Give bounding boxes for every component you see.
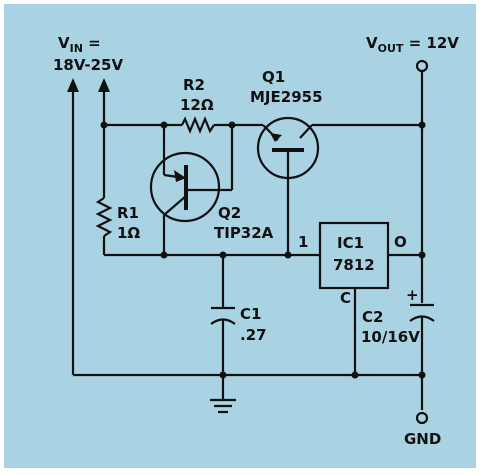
junction-dots [100, 121, 426, 379]
ic1-pin-com-label: C [340, 289, 351, 307]
r2-resistor [181, 116, 215, 134]
ic1-part-label: 7812 [333, 256, 375, 274]
q2-name-label: Q2 [218, 204, 241, 222]
vout-rail-wire [415, 59, 429, 303]
ic1-regulator [318, 221, 422, 375]
q2-transistor [149, 125, 234, 255]
c1-value-label: .27 [240, 326, 267, 344]
ic1-name-label: IC1 [337, 234, 364, 252]
ground-symbol [210, 398, 236, 414]
c2-value-label: 10/16V [361, 328, 420, 346]
c2-name-label: C2 [362, 308, 383, 326]
c2-capacitor [409, 303, 435, 425]
vin-arrow-right [98, 78, 110, 125]
schematic-panel [4, 4, 476, 468]
q1-part-label: MJE2955 [250, 88, 323, 106]
c1-capacitor [210, 255, 236, 400]
q1-transistor [256, 116, 320, 255]
r1-resistor [95, 125, 113, 255]
q2-part-label: TIP32A [214, 224, 274, 242]
r2-value-label: 12Ω [180, 96, 214, 114]
gnd-label: GND [404, 430, 441, 448]
ic1-pin-out-label: O [394, 233, 407, 251]
vout-label: VOUT = 12V [366, 34, 459, 55]
q1-name-label: Q1 [262, 68, 285, 86]
c1-name-label: C1 [240, 305, 261, 323]
vin-range-label: 18V-25V [53, 56, 123, 74]
vin-label: VIN = [58, 34, 101, 55]
r2-name-label: R2 [183, 76, 205, 94]
r1-value-label: 1Ω [117, 224, 140, 242]
ic1-pin-in-label: 1 [298, 233, 308, 251]
vin-arrow-left [67, 78, 79, 375]
r1-name-label: R1 [117, 204, 139, 222]
c2-polarity-label: + [406, 286, 419, 304]
